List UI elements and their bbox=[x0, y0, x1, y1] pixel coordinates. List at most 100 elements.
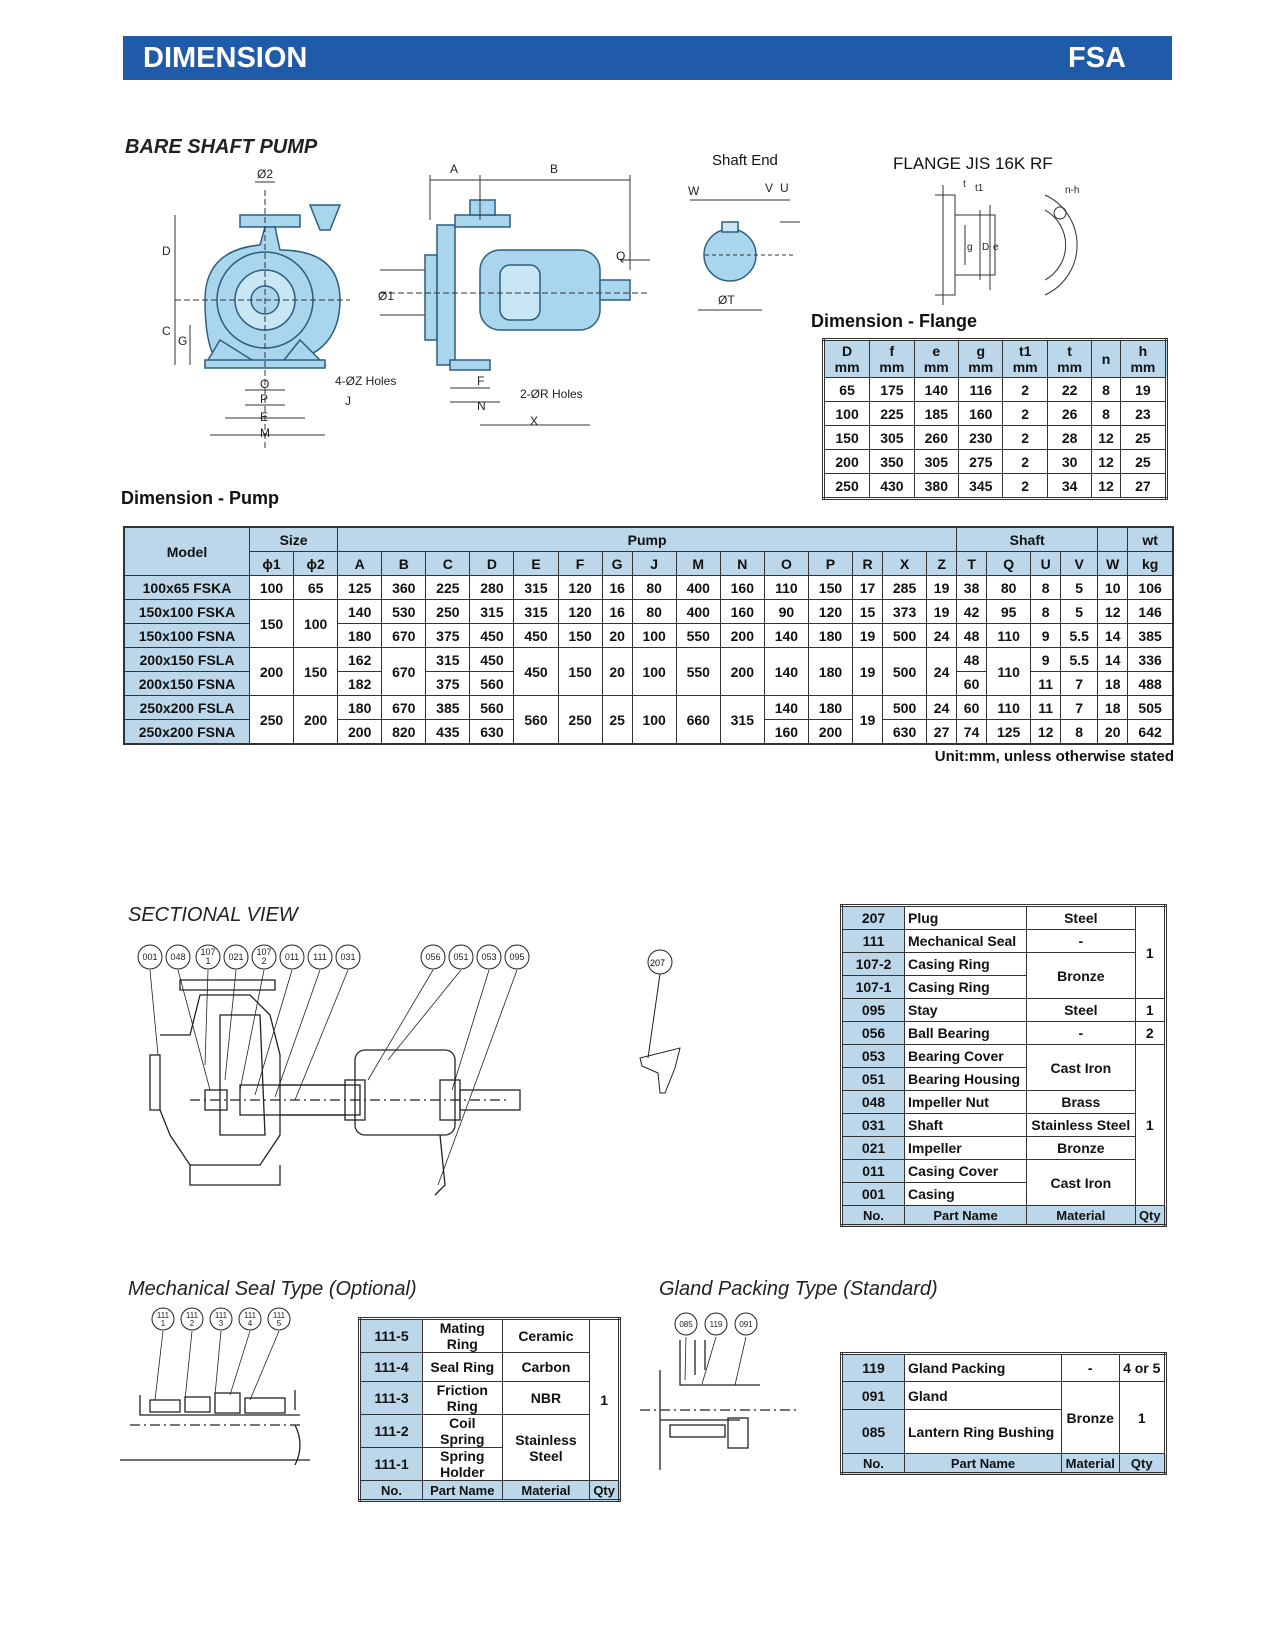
part-material: Cast Iron bbox=[1026, 1159, 1136, 1206]
part-material: Steel bbox=[1026, 998, 1136, 1022]
callout-label: 111 bbox=[313, 952, 327, 962]
seal-material: Ceramic bbox=[501, 1318, 591, 1353]
flange-cell: 345 bbox=[958, 473, 1004, 499]
gland-no: 085 bbox=[841, 1409, 905, 1454]
table-cell: 400 bbox=[675, 599, 721, 624]
table-cell: 180 bbox=[807, 623, 854, 648]
subheader-ϕ1: ϕ1 bbox=[248, 551, 295, 576]
table-cell: 200 bbox=[719, 623, 765, 648]
table-cell: 74 bbox=[956, 719, 988, 745]
callout-circle bbox=[734, 1312, 758, 1336]
part-qty: 1 bbox=[1134, 1044, 1167, 1206]
flange-cell: 350 bbox=[869, 449, 915, 474]
flange-cell: 30 bbox=[1046, 449, 1093, 474]
table-cell: 285 bbox=[882, 575, 928, 600]
subheader-N: N bbox=[719, 551, 765, 576]
svg-text:D: D bbox=[162, 244, 171, 258]
table-cell: 100 bbox=[631, 647, 677, 696]
table-cell: 642 bbox=[1127, 719, 1174, 745]
seal-qty: 1 bbox=[589, 1318, 620, 1481]
table-cell: 8 bbox=[1030, 599, 1062, 624]
part-material: Brass bbox=[1026, 1090, 1136, 1114]
gland-qty: 4 or 5 bbox=[1118, 1353, 1166, 1382]
table-cell: 7 bbox=[1060, 695, 1099, 720]
subheader-W: W bbox=[1097, 551, 1129, 576]
subheader-F: F bbox=[557, 551, 603, 576]
callout-label: 111 bbox=[244, 1311, 257, 1320]
col-wt: wt bbox=[1127, 526, 1174, 552]
table-cell: 670 bbox=[381, 623, 427, 648]
seal-name: Mating Ring bbox=[422, 1318, 503, 1353]
flange-drawing: t t1 n-h g D e bbox=[935, 179, 1079, 305]
flange-cell: 430 bbox=[869, 473, 915, 499]
parts-header: Qty bbox=[1134, 1205, 1167, 1226]
table-cell: 200 bbox=[807, 719, 854, 745]
svg-text:O: O bbox=[260, 377, 269, 391]
part-name: Casing Cover bbox=[903, 1159, 1028, 1183]
subheader-B: B bbox=[381, 551, 427, 576]
callout-circle bbox=[195, 944, 221, 970]
part-no: 021 bbox=[841, 1136, 905, 1160]
gland-header: Qty bbox=[1118, 1453, 1166, 1474]
table-cell: 14 bbox=[1097, 623, 1129, 648]
callout-label: 085 bbox=[679, 1320, 693, 1329]
table-cell: 19 bbox=[926, 575, 958, 600]
table-cell: 450 bbox=[469, 647, 515, 672]
table-cell: 125 bbox=[986, 719, 1032, 745]
table-cell: 560 bbox=[469, 695, 515, 720]
part-no: 056 bbox=[841, 1021, 905, 1045]
table-cell: 7 bbox=[1060, 671, 1099, 696]
callout-label: 091 bbox=[739, 1320, 753, 1329]
page-title: DIMENSION bbox=[143, 42, 308, 74]
svg-text:D: D bbox=[982, 242, 989, 253]
part-material: - bbox=[1026, 929, 1136, 953]
flange-cell: 100 bbox=[822, 401, 871, 426]
table-cell: 180 bbox=[337, 695, 383, 720]
callout-label: 095 bbox=[509, 952, 524, 962]
callout-circle bbox=[704, 1312, 728, 1336]
table-cell: 48 bbox=[956, 647, 988, 672]
svg-text:G: G bbox=[178, 334, 187, 348]
callout-circle bbox=[238, 1307, 262, 1331]
table-cell: 106 bbox=[1127, 575, 1174, 600]
table-cell: 146 bbox=[1127, 599, 1174, 624]
table-cell: 550 bbox=[675, 623, 721, 648]
part-name: Casing Ring bbox=[903, 975, 1028, 999]
svg-text:P: P bbox=[260, 392, 268, 406]
table-cell: 8 bbox=[1060, 719, 1099, 745]
table-cell: 530 bbox=[381, 599, 427, 624]
seal-header: No. bbox=[359, 1480, 423, 1501]
subheader-R: R bbox=[852, 551, 884, 576]
table-cell: 120 bbox=[807, 599, 854, 624]
subheader-V: V bbox=[1060, 551, 1099, 576]
table-cell: 80 bbox=[986, 575, 1032, 600]
subheader-Z: Z bbox=[926, 551, 958, 576]
table-cell: 820 bbox=[381, 719, 427, 745]
gland-material: - bbox=[1060, 1353, 1120, 1382]
col-shaft: Shaft bbox=[956, 526, 1099, 552]
table-cell: 360 bbox=[381, 575, 427, 600]
mech-seal-title: Mechanical Seal Type (Optional) bbox=[128, 1278, 417, 1300]
table-cell: 10 bbox=[1097, 575, 1129, 600]
table-cell: 5.5 bbox=[1060, 647, 1099, 672]
table-cell: 12 bbox=[1097, 599, 1129, 624]
subheader-T: T bbox=[956, 551, 988, 576]
svg-text:U: U bbox=[780, 181, 789, 195]
table-cell: 450 bbox=[513, 647, 559, 696]
